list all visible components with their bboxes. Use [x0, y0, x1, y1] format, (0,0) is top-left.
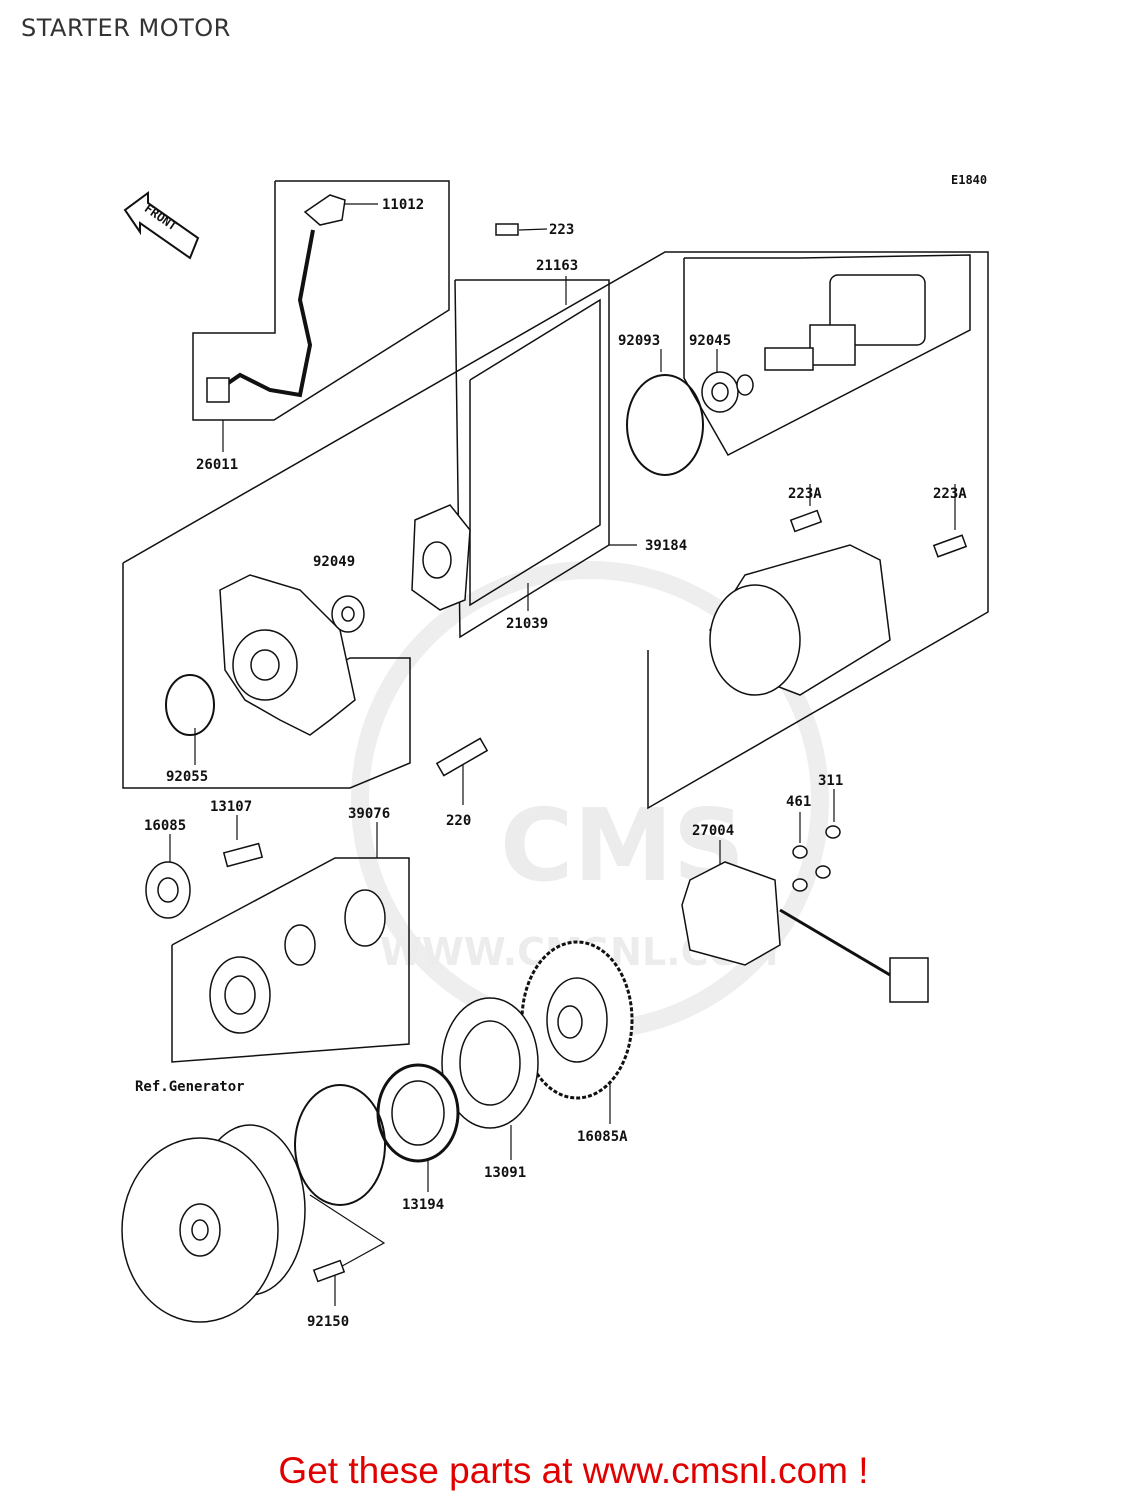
ref-generator-label: Ref.Generator: [135, 1079, 245, 1095]
footer-link[interactable]: Get these parts at www.cmsnl.com !: [278, 1450, 869, 1491]
cable-terminal: [206, 377, 230, 403]
part-label-223A-1[interactable]: 223A: [788, 486, 822, 502]
part-label-223[interactable]: 223: [549, 222, 574, 238]
part-label-92150[interactable]: 92150: [307, 1314, 349, 1330]
o-ring-92055: [165, 674, 215, 736]
page-title: STARTER MOTOR: [21, 14, 231, 42]
components: [121, 194, 968, 1323]
starter-relay-27004: [681, 825, 929, 1003]
starter-cable-26011: [216, 229, 315, 398]
screw-223: [495, 223, 519, 236]
part-label-92045[interactable]: 92045: [689, 333, 731, 349]
part-label-13194[interactable]: 13194: [402, 1197, 444, 1213]
part-label-21039[interactable]: 21039: [506, 616, 548, 632]
bolt-220: [435, 737, 489, 777]
part-label-311[interactable]: 311: [818, 773, 843, 789]
front-arrow-icon: FRONT: [123, 191, 200, 260]
part-label-11012[interactable]: 11012: [382, 197, 424, 213]
part-label-461[interactable]: 461: [786, 794, 811, 810]
bolt-92150: [312, 1259, 346, 1283]
part-label-92049[interactable]: 92049: [313, 554, 355, 570]
part-label-27004[interactable]: 27004: [692, 823, 734, 839]
part-label-39076[interactable]: 39076: [348, 806, 390, 822]
o-ring-92093: [626, 374, 704, 476]
part-label-223A-2[interactable]: 223A: [933, 486, 967, 502]
part-label-26011[interactable]: 26011: [196, 457, 238, 473]
part-label-92055[interactable]: 92055: [166, 769, 208, 785]
figure-code: E1840: [951, 173, 987, 187]
part-label-16085A[interactable]: 16085A: [577, 1129, 628, 1145]
terminal-cap-11012: [303, 194, 346, 226]
part-label-21163[interactable]: 21163: [536, 258, 578, 274]
footer-link-container: Get these parts at www.cmsnl.com !: [0, 1450, 1147, 1492]
generator-rotor: [121, 1124, 306, 1323]
o-ring: [736, 374, 754, 396]
part-label-220[interactable]: 220: [446, 813, 471, 829]
part-label-16085[interactable]: 16085: [144, 818, 186, 834]
armature: [701, 274, 926, 413]
part-label-92093[interactable]: 92093: [618, 333, 660, 349]
part-label-13107[interactable]: 13107: [210, 799, 252, 815]
plate: [294, 1084, 386, 1206]
leader-lines: [169, 203, 956, 1306]
pin-13107: [222, 842, 264, 868]
part-label-13091[interactable]: 13091: [484, 1165, 526, 1181]
part-labels: 11012 223 21163 92093 92045 26011 223A 2…: [135, 197, 967, 1330]
part-label-39184[interactable]: 39184: [645, 538, 687, 554]
